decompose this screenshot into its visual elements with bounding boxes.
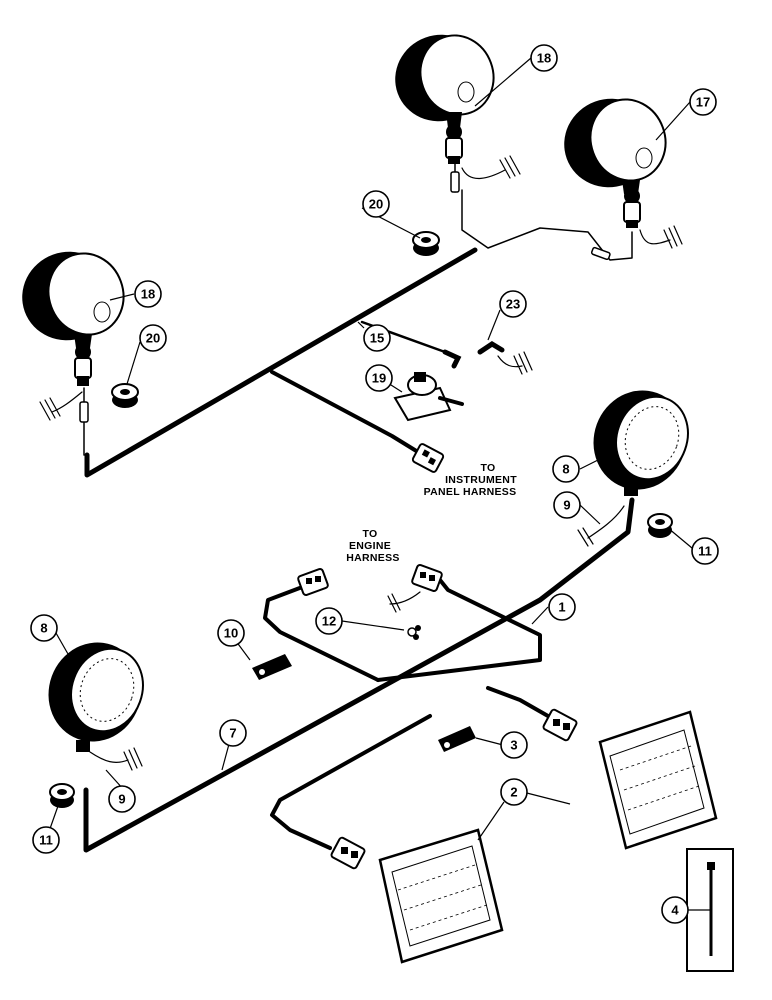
lower-branch-to-lamp2 xyxy=(270,714,432,850)
ground-wire xyxy=(639,225,683,249)
lower-branch-to-right-lamp xyxy=(486,686,550,718)
callout-19: 19 xyxy=(365,364,393,392)
work-lamp-18-left xyxy=(22,251,125,386)
svg-text:11: 11 xyxy=(698,544,712,559)
callout-20-left: 20 xyxy=(139,324,167,352)
callout-10: 10 xyxy=(217,619,245,647)
flood-lamp-8-right xyxy=(593,390,689,496)
callout-17: 17 xyxy=(689,88,717,116)
svg-text:9: 9 xyxy=(563,498,570,513)
svg-text:18: 18 xyxy=(141,287,155,302)
svg-text:19: 19 xyxy=(372,371,386,386)
svg-text:ENGINE: ENGINE xyxy=(349,540,391,552)
svg-text:23: 23 xyxy=(506,297,520,312)
connector-instrument-panel xyxy=(411,443,445,473)
callout-7: 7 xyxy=(219,719,247,747)
connector-engine-harness-a xyxy=(297,568,329,596)
lower-harness xyxy=(83,497,635,853)
svg-text:8: 8 xyxy=(40,621,47,636)
svg-text:18: 18 xyxy=(537,51,551,66)
ground-wire xyxy=(577,505,625,547)
connector-headlamp-upper xyxy=(542,708,578,742)
callout-23: 23 xyxy=(499,290,527,318)
svg-text:17: 17 xyxy=(696,95,710,110)
rect-headlamp-lower xyxy=(378,828,504,964)
upper-harness xyxy=(39,155,683,478)
callout-4: 4 xyxy=(661,896,689,924)
clip-10 xyxy=(252,654,292,680)
lower-loop xyxy=(376,578,542,682)
flood-lamp-8-left xyxy=(48,642,144,752)
grommet-20-top xyxy=(412,231,440,256)
ground-wire xyxy=(461,155,521,179)
svg-text:INSTRUMENT: INSTRUMENT xyxy=(445,474,517,486)
ground-wire xyxy=(497,351,533,375)
svg-text:10: 10 xyxy=(224,626,238,641)
connector-headlamp-lower xyxy=(330,836,366,870)
grommet-11-left xyxy=(49,783,75,808)
ground-wire xyxy=(387,591,421,613)
callouts: 18 17 20 18 23 15 20 19 8 9 11 1 12 10 8… xyxy=(30,44,719,924)
note-to-instrument-panel-harness: TO INSTRUMENT PANEL HARNESS xyxy=(424,462,517,498)
callout-8-left: 8 xyxy=(30,614,58,642)
svg-text:4: 4 xyxy=(671,903,679,918)
lower-main-trunk xyxy=(83,497,635,853)
work-lamp-17 xyxy=(564,98,667,228)
callout-15: 15 xyxy=(363,324,391,352)
callout-8-right: 8 xyxy=(552,455,580,483)
callout-3: 3 xyxy=(500,731,528,759)
elbow-boot-23 xyxy=(442,341,505,369)
svg-text:TO: TO xyxy=(363,528,378,540)
svg-text:PANEL HARNESS: PANEL HARNESS xyxy=(424,486,517,498)
upper-thin-lamp-wire xyxy=(461,189,633,261)
callout-12: 12 xyxy=(315,607,343,635)
upper-main-trunk xyxy=(84,247,478,478)
wire-connector-sleeve xyxy=(79,401,89,423)
svg-text:20: 20 xyxy=(369,197,383,212)
svg-text:8: 8 xyxy=(562,462,569,477)
grommet-20-left xyxy=(111,383,139,408)
svg-text:3: 3 xyxy=(510,738,517,753)
callout-18-left: 18 xyxy=(134,280,162,308)
clip-3 xyxy=(438,726,476,752)
callout-9-left: 9 xyxy=(108,785,136,813)
connector-engine-harness-b xyxy=(411,564,443,592)
svg-text:11: 11 xyxy=(39,833,53,848)
grommet-11-right xyxy=(647,513,673,538)
note-to-engine-harness: TO ENGINE HARNESS xyxy=(346,528,399,564)
callout-11-left: 11 xyxy=(32,826,60,854)
wire-connector-sleeve xyxy=(590,246,611,261)
switch-19 xyxy=(393,372,464,422)
callout-1: 1 xyxy=(548,593,576,621)
svg-text:15: 15 xyxy=(370,331,384,346)
callout-2: 2 xyxy=(500,778,528,806)
svg-text:12: 12 xyxy=(322,614,336,629)
upper-branch-to-instrument xyxy=(270,370,420,454)
fuse-12 xyxy=(407,625,421,640)
svg-text:9: 9 xyxy=(118,792,125,807)
callout-11-right: 11 xyxy=(691,537,719,565)
ground-wire xyxy=(39,391,83,421)
svg-text:1: 1 xyxy=(558,600,565,615)
rect-headlamp-upper xyxy=(598,710,718,850)
callout-9-right: 9 xyxy=(553,491,581,519)
callout-20-top: 20 xyxy=(362,190,390,218)
lower-branch-to-engine xyxy=(263,584,380,682)
svg-text:7: 7 xyxy=(229,726,236,741)
svg-text:HARNESS: HARNESS xyxy=(346,552,399,564)
work-lamp-18-top xyxy=(395,34,495,164)
callout-18-top: 18 xyxy=(530,44,558,72)
svg-text:2: 2 xyxy=(510,785,517,800)
wire-connector-sleeve xyxy=(450,171,460,193)
ground-wire xyxy=(89,747,143,771)
svg-text:20: 20 xyxy=(146,331,160,346)
svg-text:TO: TO xyxy=(481,462,496,474)
